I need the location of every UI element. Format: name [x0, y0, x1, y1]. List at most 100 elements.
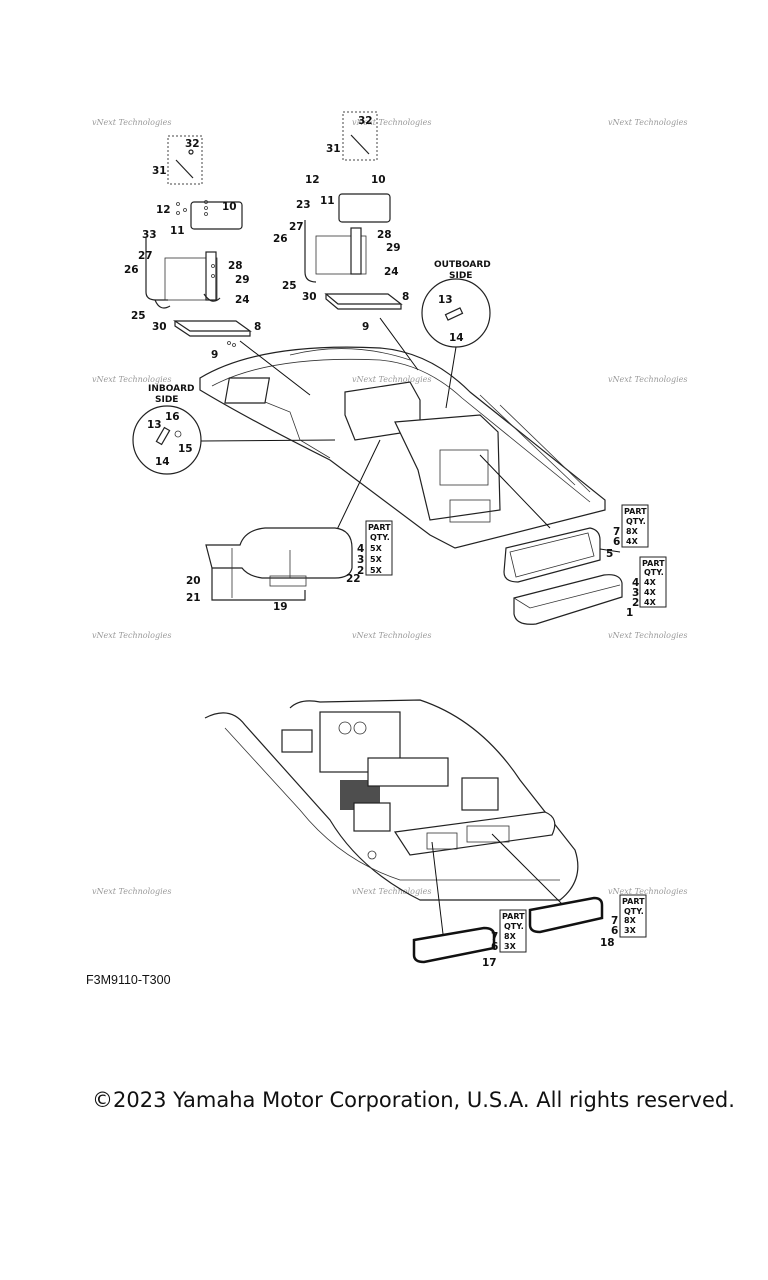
callout-label: 25	[131, 310, 146, 322]
callout-label: 13	[147, 419, 162, 431]
qty-table-c: PART QTY. 4 4X 3 4X 2 4X	[632, 556, 667, 609]
callout-label: 11	[320, 195, 335, 207]
callout-label: 14	[449, 332, 464, 344]
outboard-side-detail: OUTBOARD SIDE 13 14	[421, 260, 491, 409]
svg-text:QTY.: QTY.	[370, 533, 390, 542]
callout-label: 29	[386, 242, 401, 254]
svg-text:5X: 5X	[370, 544, 383, 553]
watermark-text: vNext Technologies	[92, 118, 171, 127]
watermark-group: vNext Technologies vNext Technologies vN…	[92, 118, 687, 896]
center-seat-assembly: 32 31 12 10 11 23 27 26 28 29 24 25 30 8…	[273, 111, 409, 333]
callout-label: 16	[165, 411, 180, 423]
watermark-text: vNext Technologies	[92, 375, 171, 384]
copyright-notice: ©2023 Yamaha Motor Corporation, U.S.A. A…	[92, 1088, 735, 1112]
cushion-edge	[325, 294, 402, 310]
callout-label: 24	[235, 294, 250, 306]
callout-label: 15	[178, 443, 193, 455]
figure-code: F3M9110-T300	[86, 973, 171, 987]
callout-label: 8	[402, 291, 409, 303]
qty-table-b: PART QTY. 7 8X 6 4X	[613, 504, 649, 548]
qty-table-a: PART QTY. 4 5X 3 5X 2 5X	[357, 520, 393, 577]
svg-text:4X: 4X	[644, 578, 657, 587]
qty-table-d: PART QTY. 7 8X 6 3X	[491, 909, 527, 953]
svg-text:PART: PART	[642, 559, 665, 568]
callout-label: 12	[156, 204, 171, 216]
svg-text:7: 7	[611, 915, 618, 927]
callout-label: 18	[600, 937, 615, 949]
callout-label: 8	[254, 321, 261, 333]
callout-label: 24	[384, 266, 399, 278]
callout-label: 1	[626, 607, 633, 619]
watermark-text: vNext Technologies	[352, 887, 431, 896]
svg-text:3X: 3X	[624, 926, 637, 935]
strap-part	[175, 159, 194, 179]
callout-label: 28	[377, 229, 392, 241]
latch-part	[155, 426, 171, 446]
callout-label: 25	[282, 280, 297, 292]
watermark-text: vNext Technologies	[352, 118, 431, 127]
svg-text:6: 6	[491, 941, 498, 953]
support-part	[205, 251, 217, 301]
callout-label: 26	[124, 264, 139, 276]
callout-label: 9	[211, 349, 218, 361]
svg-text:2: 2	[357, 565, 364, 577]
frame-part	[304, 220, 317, 283]
callout-label: 12	[305, 174, 320, 186]
cushion-edge	[174, 321, 251, 337]
svg-text:7: 7	[613, 526, 620, 538]
detail-circle	[132, 405, 202, 475]
svg-text:3: 3	[357, 554, 364, 566]
svg-text:6: 6	[613, 536, 620, 548]
svg-text:6: 6	[611, 925, 618, 937]
callout-label: 5	[606, 548, 613, 560]
callout-label: 13	[438, 294, 453, 306]
strap-part	[350, 134, 370, 155]
callout-label: 22	[346, 573, 361, 585]
svg-text:3X: 3X	[504, 942, 517, 951]
svg-text:5X: 5X	[370, 566, 383, 575]
side-label: SIDE	[449, 271, 472, 281]
callout-label: 32	[185, 138, 200, 150]
callout-label: 28	[228, 260, 243, 272]
bracket-part	[315, 235, 367, 275]
stern-panel-parts: 17 18	[412, 896, 615, 969]
callout-label: 30	[152, 321, 167, 333]
svg-text:3: 3	[632, 587, 639, 599]
watermark-text: vNext Technologies	[352, 631, 431, 640]
svg-text:5X: 5X	[370, 555, 383, 564]
callout-label: 31	[152, 165, 167, 177]
watermark-text: vNext Technologies	[352, 375, 431, 384]
callout-label: 27	[289, 221, 304, 233]
support-part	[350, 227, 362, 275]
callout-label: 29	[235, 274, 250, 286]
bracket-part	[164, 257, 218, 301]
strap-detail-box	[167, 135, 203, 185]
side-panel-part: 5 1	[503, 527, 633, 625]
svg-text:4X: 4X	[626, 537, 639, 546]
frame-part	[145, 238, 168, 301]
watermark-text: vNext Technologies	[608, 375, 687, 384]
svg-text:4X: 4X	[644, 588, 657, 597]
left-seat-assembly: 32 31 12 10 11 33 27 26 28 29 24 25 30 8…	[124, 135, 261, 361]
svg-text:2: 2	[632, 597, 639, 609]
boat-top-view	[199, 317, 606, 549]
backrest-part	[190, 201, 243, 230]
parts-diagram: vNext Technologies vNext Technologies vN…	[92, 111, 687, 969]
inboard-side-detail: INBOARD SIDE 13 16 15 14	[132, 384, 336, 475]
callout-label: 21	[186, 592, 201, 604]
svg-text:QTY.: QTY.	[624, 907, 644, 916]
svg-text:PART: PART	[368, 523, 391, 532]
svg-text:8X: 8X	[626, 527, 639, 536]
callout-label: 27	[138, 250, 153, 262]
svg-text:PART: PART	[622, 897, 645, 906]
cushion-part	[324, 293, 403, 305]
latch-part	[444, 307, 464, 321]
callout-label: 32	[358, 115, 373, 127]
side-label: SIDE	[155, 395, 178, 405]
qty-table-e: PART QTY. 7 8X 6 3X	[611, 894, 647, 938]
fastener-group	[176, 200, 236, 347]
callout-label: 17	[482, 957, 497, 969]
hinge-part	[203, 293, 221, 302]
svg-text:4X: 4X	[644, 598, 657, 607]
watermark-text: vNext Technologies	[608, 887, 687, 896]
